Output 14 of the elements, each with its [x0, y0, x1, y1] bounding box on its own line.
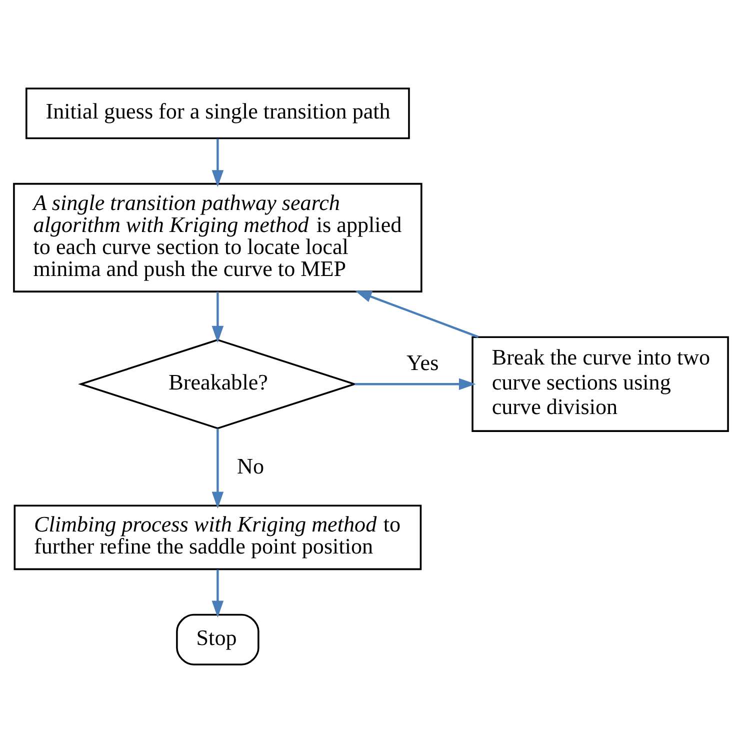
edge-label: No	[237, 453, 264, 478]
arrow	[212, 291, 224, 342]
node-box: A single transition pathway search algorithm with Kriging method is applied to each curve section to locate local minima and push the curve to MEP	[13, 182, 422, 292]
arrow	[212, 138, 224, 187]
arrow	[212, 569, 224, 618]
arrow	[212, 428, 224, 508]
node-box: Climbing process with Kriging method to further refine the saddle point position	[14, 504, 422, 570]
arrow	[354, 378, 476, 390]
node-box: Initial guess for a single transition path	[26, 87, 410, 139]
node-box: Stop	[176, 613, 260, 665]
node-box: Break the curve into two curve sections using curve division	[472, 336, 729, 432]
edge-label: Yes	[406, 350, 439, 375]
arrow	[354, 290, 479, 338]
node-diamond: Breakable?	[78, 338, 358, 429]
